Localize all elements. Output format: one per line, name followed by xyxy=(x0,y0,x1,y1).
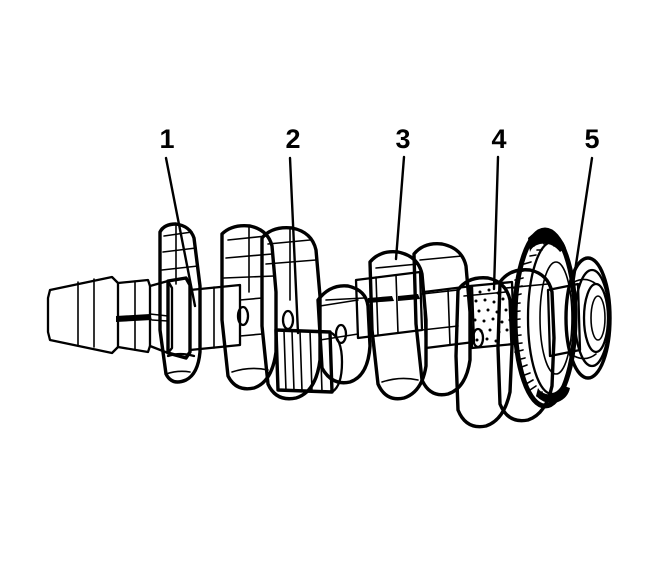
leader-line-2 xyxy=(288,156,300,335)
crankshaft-snout xyxy=(46,275,192,360)
shaft-segments xyxy=(239,289,459,341)
counterweight-front-upper xyxy=(158,222,202,384)
counterweight-4 xyxy=(368,250,428,401)
leader-line-3 xyxy=(394,155,406,261)
leader-lines xyxy=(164,155,594,335)
counterweight-5 xyxy=(412,242,472,397)
callout-labels: 1 2 3 4 5 xyxy=(159,124,599,154)
counterweight-2 xyxy=(220,223,278,391)
leader-line-4 xyxy=(492,155,500,291)
callout-label-2: 2 xyxy=(285,124,300,154)
leader-line-1 xyxy=(164,156,197,308)
callout-label-4: 4 xyxy=(491,124,506,154)
rear-flange xyxy=(546,256,612,380)
crankshaft-assembly xyxy=(46,222,612,429)
leader-line-5 xyxy=(570,156,594,293)
callout-label-3: 3 xyxy=(395,124,410,154)
callout-label-1: 1 xyxy=(159,124,174,154)
machined-surface-stipple xyxy=(473,288,512,343)
callout-label-5: 5 xyxy=(584,124,599,154)
